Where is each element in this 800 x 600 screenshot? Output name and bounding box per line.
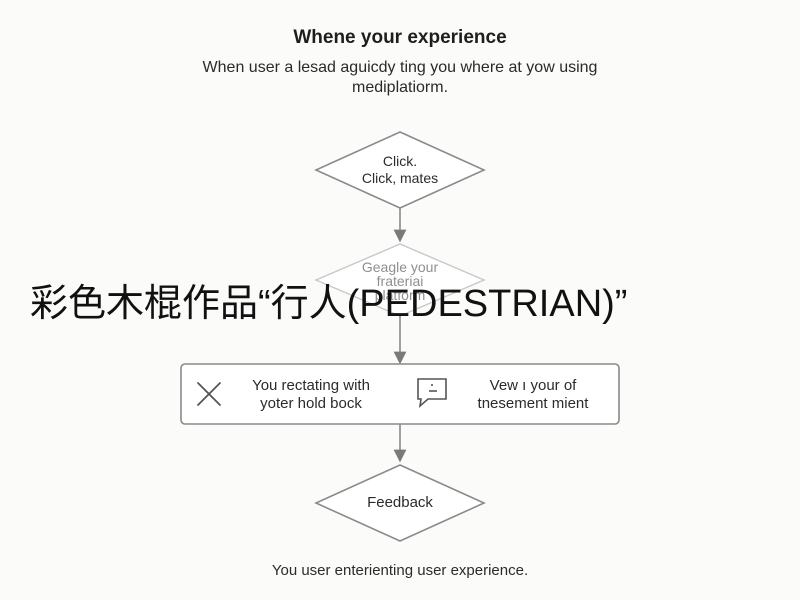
panel-right-label: Vew ı your of tnesement mient (452, 377, 614, 413)
panel-left-label: You rectating with yoter hold bock (226, 377, 396, 413)
subtitle-line-2: mediplatiorm. (351, 79, 449, 96)
platform-node-label: Geagle your frateriai platform (316, 260, 484, 302)
footer-text: You user enterienting user experience. (271, 562, 529, 579)
subtitle-line-1: When user a lesad aguicdy ting you where… (202, 59, 598, 76)
diagram-subtitle: When user a lesad aguicdy ting you where… (110, 58, 690, 98)
diagram-title: Whene your experience (293, 27, 507, 48)
panel-right-line-2: tnesement mient (477, 395, 589, 412)
message-icon (417, 378, 447, 409)
click-node-label: Click. Click, mates (316, 153, 484, 187)
x-icon (197, 382, 221, 406)
panel-left-line-2: yoter hold bock (260, 395, 362, 412)
platform-node-line-3: platform (374, 287, 426, 303)
panel-left-line-1: You rectating with (252, 377, 370, 394)
panel-right-line-1: Vew ı your of (489, 377, 577, 394)
feedback-node-label: Feedback (367, 494, 433, 511)
overlay-caption: 彩色木棍作品“行人(PEDESTRIAN)” (30, 283, 628, 325)
click-node-line-1: Click. (382, 153, 418, 169)
platform-node-line-2: frateriai (376, 273, 424, 289)
click-node-line-2: Click, mates (361, 170, 439, 186)
platform-node-line-1: Geagle your (361, 259, 439, 275)
feedback-decision-diamond (314, 464, 486, 542)
